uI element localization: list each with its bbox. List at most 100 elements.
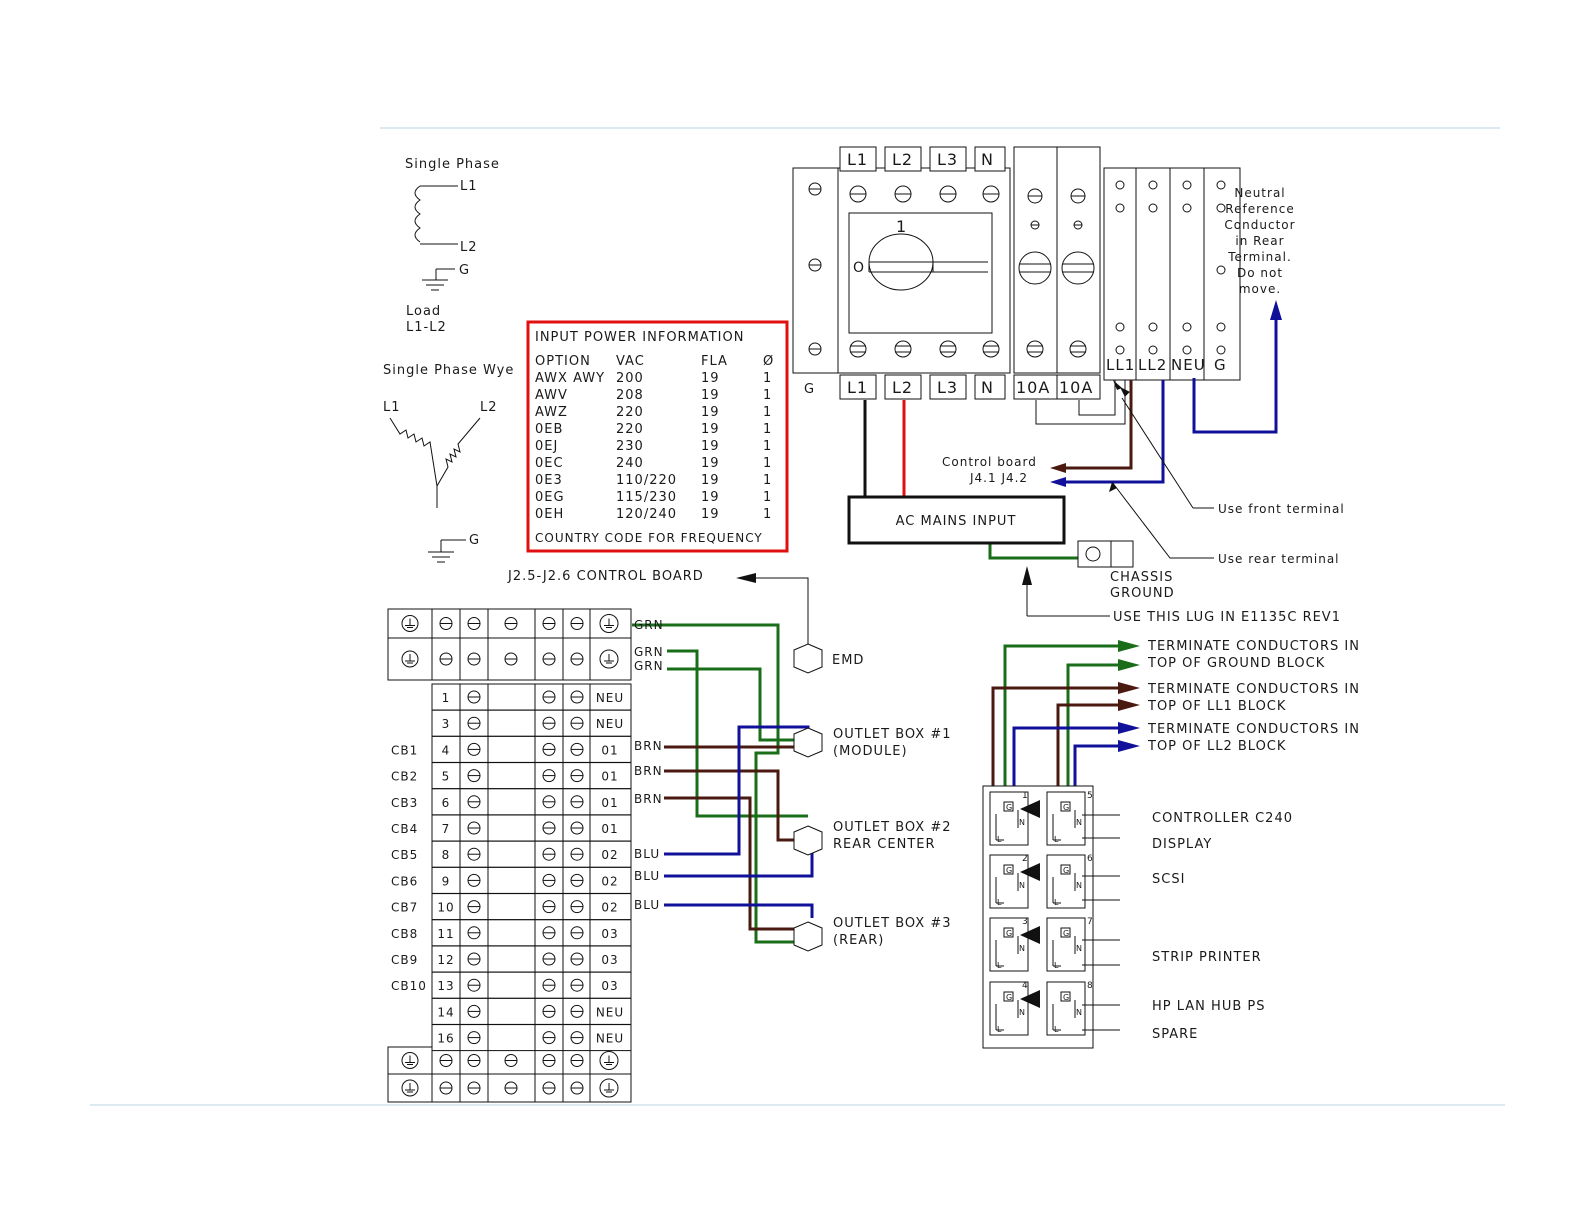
single-phase-schematic: Single Phase L1 L2 G Load L1-L2 [405, 157, 499, 335]
strip-wiring: TERMINATE CONDUCTORS IN TOP OF GROUND BL… [991, 639, 1360, 822]
power-row-4-col-1: 230 [616, 439, 644, 454]
terminal-code: 01 [601, 822, 618, 836]
wire-label-grn-2: GRN [634, 645, 664, 659]
circuit-breaker-label: CB7 [391, 901, 418, 915]
neutral-note-line-5: Terminal. [1227, 250, 1292, 264]
power-header-phase: Ø [763, 354, 774, 369]
bottom-label-n: N [981, 378, 994, 397]
outlet-box-1-title: OUTLET BOX #1 [833, 727, 952, 742]
outlet-number: 1 [1022, 791, 1028, 801]
switch-off-label: O [853, 260, 865, 276]
terminal-code: 02 [601, 848, 618, 862]
device-scsi: SCSI [1152, 872, 1185, 887]
power-row-2-col-3: 1 [763, 405, 772, 420]
terminal-code: 01 [601, 770, 618, 784]
emd-label: EMD [832, 653, 864, 668]
power-row-7-col-0: 0EG [535, 490, 565, 505]
device-strip-printer: STRIP PRINTER [1152, 950, 1262, 965]
socket-line-letter: L [997, 1025, 1002, 1034]
breaker-panel: G L1 L2 L3 N 1 O [792, 146, 1295, 400]
single-phase-l2: L2 [460, 240, 478, 255]
power-info-title: INPUT POWER INFORMATION [535, 330, 744, 345]
terminal-code: 02 [601, 874, 618, 888]
terminal-number: 3 [442, 717, 451, 731]
single-phase-g: G [459, 263, 470, 278]
socket-ground-letter: G [1006, 929, 1012, 938]
outlet-box-2-sub: REAR CENTER [833, 837, 936, 852]
wire-label-brn-3: BRN [634, 792, 663, 806]
power-row-3-col-1: 220 [616, 422, 644, 437]
outlet-box-3-sub: (REAR) [833, 933, 884, 948]
wye-l1: L1 [383, 400, 401, 415]
terminal-number: 9 [442, 874, 451, 888]
circuit-breaker-label: CB2 [391, 770, 418, 784]
power-row-7-col-1: 115/230 [616, 490, 677, 505]
circuit-breaker-label: CB3 [391, 796, 418, 810]
outlet-number: 4 [1022, 981, 1028, 991]
power-row-8-col-3: 1 [763, 507, 772, 522]
load-l1-l2: L1-L2 [406, 320, 447, 335]
ac-mains-label: AC MAINS INPUT [896, 514, 1017, 529]
socket-neutral-letter: N [1019, 944, 1025, 953]
power-row-2-col-1: 220 [616, 405, 644, 420]
use-front-terminal: Use front terminal [1218, 502, 1345, 516]
wire-label-brn-2: BRN [634, 764, 663, 778]
power-row-5-col-3: 1 [763, 456, 772, 471]
terminal-number: 6 [442, 796, 451, 810]
terminate-ground-2: TOP OF GROUND BLOCK [1147, 656, 1325, 671]
wire-label-blu-1: BLU [634, 847, 660, 861]
top-label-l3: L3 [937, 150, 958, 169]
terminal-label-ll2: LL2 [1138, 356, 1167, 374]
terminal-number: 14 [437, 1005, 454, 1019]
socket-ground-letter: G [1006, 866, 1012, 875]
wire-label-brn-1: BRN [634, 739, 663, 753]
wire-label-blu-3: BLU [634, 898, 660, 912]
power-row-1-col-0: AWV [535, 388, 568, 403]
power-row-3-col-0: 0EB [535, 422, 563, 437]
socket-neutral-letter: N [1076, 1008, 1082, 1017]
socket-line-letter: L [997, 835, 1002, 844]
terminal-number: 7 [442, 822, 451, 836]
power-row-1-col-3: 1 [763, 388, 772, 403]
circuit-breaker-label: CB4 [391, 822, 418, 836]
switch-on-label: 1 [896, 217, 907, 236]
strip-leaders [1082, 814, 1120, 1031]
bottom-label-10a-2: 10A [1059, 378, 1093, 397]
control-board-label: Control board [942, 455, 1037, 469]
terminal-code: NEU [596, 691, 624, 705]
outlet-number: 2 [1022, 854, 1028, 864]
terminal-code: 03 [601, 927, 618, 941]
control-board-feed: J2.5-J2.6 CONTROL BOARD EMD [507, 569, 864, 674]
terminal-label-ll1: LL1 [1106, 356, 1135, 374]
terminal-number: 8 [442, 848, 451, 862]
neutral-note-line-6: Do not [1237, 266, 1283, 280]
terminal-code: 01 [601, 796, 618, 810]
power-row-0-col-2: 19 [701, 371, 720, 386]
terminal-number: 10 [437, 901, 454, 915]
power-row-7-col-3: 1 [763, 490, 772, 505]
terminate-ll1-1: TERMINATE CONDUCTORS IN [1147, 682, 1360, 697]
bottom-label-l3: L3 [937, 378, 958, 397]
lug-note: USE THIS LUG IN E1135C REV1 [1113, 610, 1341, 625]
terminal-code: 01 [601, 743, 618, 757]
neutral-note-line-2: Reference [1225, 202, 1294, 216]
power-row-8-col-0: 0EH [535, 507, 564, 522]
use-rear-terminal: Use rear terminal [1218, 552, 1340, 566]
terminate-ll1-2: TOP OF LL1 BLOCK [1147, 699, 1286, 714]
device-hp-lan-hub: HP LAN HUB PS [1152, 999, 1265, 1014]
socket-neutral-letter: N [1076, 881, 1082, 890]
circuit-breaker-label: CB8 [391, 927, 418, 941]
outlet-number: 6 [1087, 854, 1093, 864]
terminal-number: 11 [437, 927, 454, 941]
neutral-note-line-1: Neutral [1234, 186, 1285, 200]
socket-line-letter: L [1054, 1025, 1059, 1034]
power-info-footer: COUNTRY CODE FOR FREQUENCY [535, 531, 763, 545]
terminal-code: 03 [601, 953, 618, 967]
terminal-label-g: G [1214, 356, 1227, 374]
